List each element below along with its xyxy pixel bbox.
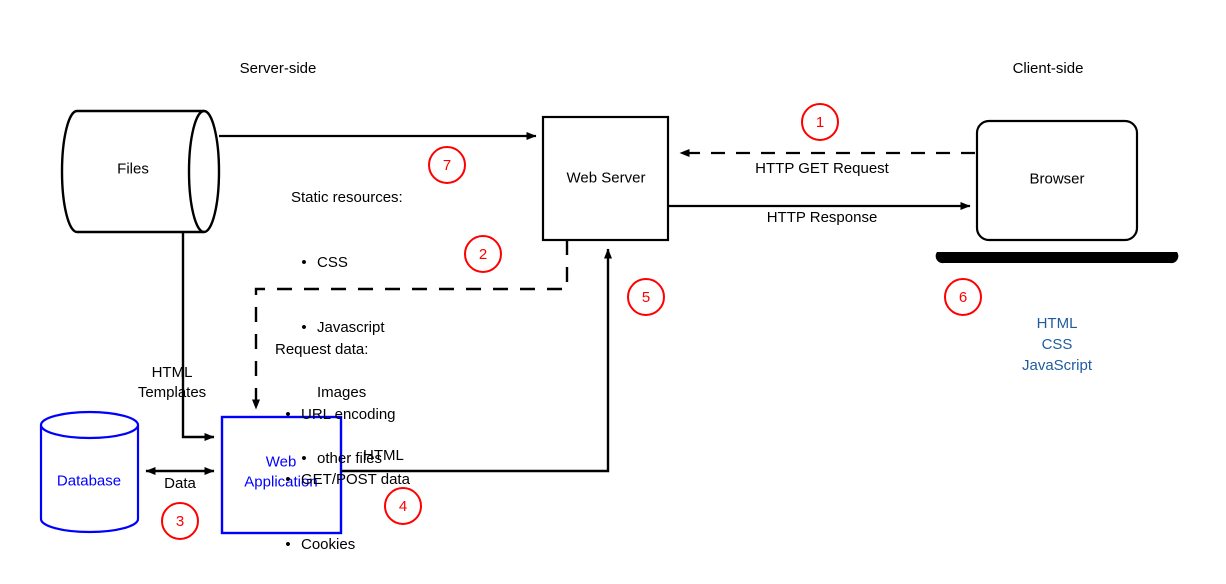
bullet-dot-icon: •	[285, 471, 291, 488]
edge-label-html-templates-line1: HTML	[151, 364, 193, 381]
edge-request-data	[252, 240, 569, 410]
bullet-dot-icon: •	[285, 405, 291, 423]
annotation-request-data: Request data: •URL encoding •GET/POST da…	[275, 295, 410, 584]
static-resources-item-2: Images	[291, 382, 403, 404]
node-label-files: Files	[117, 160, 149, 178]
edge-label-http-response: HTTP Response	[766, 209, 878, 226]
static-resources-heading: Static resources:	[291, 188, 403, 206]
edge-label-data: Data	[164, 475, 196, 492]
files-cylinder-shape	[60, 109, 221, 234]
step-badge-1[interactable]: 1	[801, 103, 839, 141]
step-badge-3[interactable]: 3	[161, 502, 199, 540]
web-server-box-shape	[541, 115, 670, 242]
node-label-web-application-line1: Web	[265, 453, 297, 471]
node-label-browser: Browser	[1029, 170, 1085, 188]
edge-label-html: HTML	[363, 447, 404, 464]
client-tech-css: CSS	[1041, 336, 1073, 353]
client-tech-html: HTML	[1036, 315, 1078, 332]
bullet-dot-icon: •	[301, 253, 307, 271]
request-data-heading: Request data:	[275, 340, 369, 358]
request-data-item-1: •GET/POST data	[275, 469, 410, 491]
static-resources-item-1: •Javascript	[291, 317, 403, 339]
static-resources-item-3: •other files	[291, 448, 403, 470]
edge-label-html-templates-line2: Templates	[137, 384, 207, 401]
step-badge-7[interactable]: 7	[428, 146, 466, 184]
edge-html-to-web-server	[341, 248, 612, 473]
section-title-server-side: Server-side	[239, 60, 317, 77]
node-label-database: Database	[56, 472, 122, 490]
request-data-item-0: •URL encoding	[275, 404, 410, 426]
node-label-web-application-line2: Application	[244, 473, 318, 491]
edge-html-templates	[181, 232, 215, 441]
step-badge-4[interactable]: 4	[384, 487, 422, 525]
section-title-client-side: Client-side	[1012, 60, 1084, 77]
bullet-dot-icon: •	[301, 319, 307, 336]
static-resources-item-0: •CSS	[291, 252, 403, 274]
web-application-box-shape	[220, 415, 343, 535]
request-data-item-2: •Cookies	[275, 534, 410, 556]
step-badge-6[interactable]: 6	[944, 278, 982, 316]
step-badge-2[interactable]: 2	[464, 235, 502, 273]
bullet-dot-icon: •	[301, 449, 307, 467]
annotation-static-resources: Static resources: •CSS •Javascript Image…	[291, 143, 403, 513]
browser-shape	[935, 119, 1179, 264]
database-cylinder-shape	[39, 410, 140, 534]
bullet-dot-icon: •	[285, 536, 291, 554]
client-tech-javascript: JavaScript	[1021, 357, 1093, 374]
edge-label-http-get-request: HTTP GET Request	[755, 160, 889, 177]
node-label-web-server: Web Server	[566, 169, 646, 187]
step-badge-5[interactable]: 5	[627, 278, 665, 316]
